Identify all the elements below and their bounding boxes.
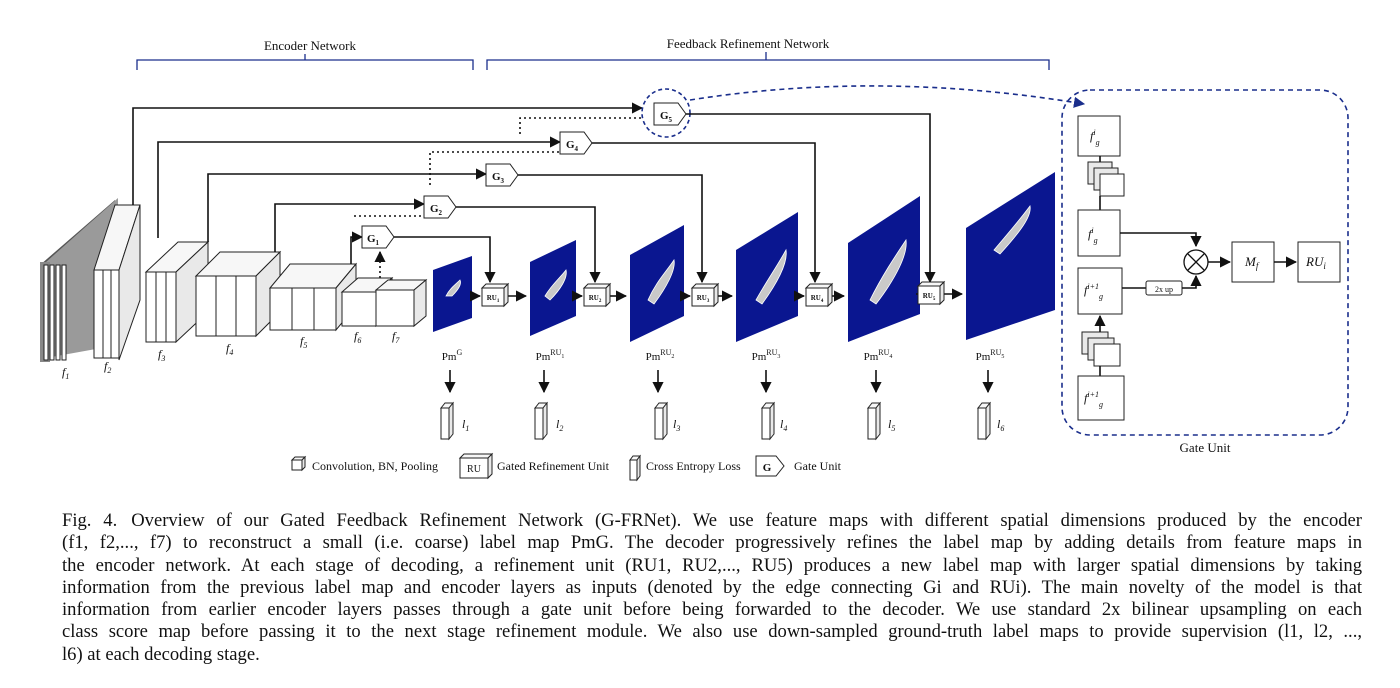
- legend-conv-icon: [290, 455, 307, 472]
- legend: Convolution, BN, Pooling RU Gated Refine…: [290, 452, 842, 482]
- caption-line-2: (f1, f2,..., f7) to reconstruct a small …: [62, 532, 1362, 554]
- gate-panel-f-mid: [1077, 209, 1121, 257]
- gate-panel-stack-bottom: [1081, 331, 1121, 367]
- caption-line-7: l6) at each decoding stage.: [62, 643, 260, 665]
- gate-to-ru-connections: [394, 113, 936, 284]
- loss-label-l2: l2: [556, 417, 563, 433]
- refinement-unit-ru5: RU5: [916, 280, 946, 306]
- svg-text:RUi: RUi: [1305, 254, 1326, 271]
- figure-caption: Fig. 4.Overview of our Gated Feedback Re…: [62, 510, 1362, 666]
- svg-text:2x up: 2x up: [1155, 285, 1173, 294]
- gate-panel-stack-top: [1087, 161, 1125, 197]
- svg-text:RU2: RU2: [589, 294, 602, 304]
- caption-line-5: information from earlier encoder layers …: [62, 599, 1362, 621]
- loss-bar-l6: [976, 401, 992, 441]
- loss-bar-l4: [760, 401, 776, 441]
- feature-label-f3: f3: [158, 347, 165, 363]
- loss-bars: [439, 401, 992, 441]
- gate-zoom-link: [689, 85, 1086, 108]
- gate-g5: G5: [641, 88, 691, 138]
- label-map-pmru1: [530, 240, 576, 336]
- svg-text:RU4: RU4: [811, 294, 824, 304]
- loss-label-l6: l6: [997, 417, 1004, 433]
- legend-loss-label: Cross Entropy Loss: [646, 459, 741, 473]
- label-pmru4: PmRU4: [864, 348, 893, 363]
- caption-line-4: information from the previous label map …: [62, 576, 1362, 598]
- gate-panel-ru: [1297, 241, 1341, 283]
- loss-bar-l5: [866, 401, 882, 441]
- gate-panel-f-bottom: [1077, 375, 1125, 421]
- label-pmru3: PmRU3: [752, 348, 781, 363]
- feature-label-f1: f1: [62, 365, 69, 381]
- loss-bar-l2: [533, 401, 549, 441]
- loss-arrows: [444, 370, 994, 394]
- refinement-unit-ru3: RU3: [690, 282, 720, 308]
- refinement-unit-ru1: RU1: [480, 282, 510, 308]
- svg-text:fig: fig: [1088, 226, 1098, 245]
- encoder-brace: [136, 54, 474, 70]
- encoder-block-f4: [194, 250, 282, 338]
- legend-ru-icon: [458, 452, 494, 480]
- label-pmru5: PmRU5: [976, 348, 1005, 363]
- gate-panel-label: Gate Unit: [1180, 440, 1231, 455]
- refinement-unit-ru4: RU4: [804, 282, 834, 308]
- label-map-pmru4: [848, 196, 920, 342]
- encoder-block-f7: [374, 278, 428, 328]
- legend-gate-label: Gate Unit: [794, 459, 842, 473]
- label-map-pmru5: [966, 172, 1055, 340]
- skip-connections: [132, 102, 644, 278]
- caption-line-3: the encoder network. At each stage of de…: [62, 554, 1362, 576]
- encoder-network-label: Encoder Network: [264, 38, 357, 53]
- svg-text:RU5: RU5: [923, 292, 936, 302]
- feature-label-f5: f5: [300, 334, 307, 350]
- label-pmru1: PmRU1: [536, 348, 565, 363]
- caption-line-6: class score map before passing it to the…: [62, 621, 1362, 643]
- encoder-block-f2: [93, 204, 141, 361]
- refinement-unit-ru2: RU2: [582, 282, 612, 308]
- legend-gate-icon: [755, 455, 785, 477]
- feature-label-f6: f6: [354, 329, 361, 345]
- gate-g3: G3: [485, 163, 519, 187]
- feedback-network-label: Feedback Refinement Network: [667, 36, 830, 51]
- caption-line-1: Fig. 4.Overview of our Gated Feedback Re…: [62, 510, 1362, 531]
- gate-g1: G1: [361, 225, 395, 249]
- feature-label-f4: f4: [226, 341, 233, 357]
- architecture-diagram: Encoder Network Feedback Refinement Netw…: [40, 36, 1349, 482]
- gate-unit-panel: Gate Unit fig fig Mf RUi fi+1g 2x up: [1061, 89, 1349, 455]
- legend-ru-icon-text: RU: [467, 464, 482, 475]
- loss-bar-l3: [653, 401, 669, 441]
- legend-conv-label: Convolution, BN, Pooling: [312, 459, 438, 473]
- feature-label-f2: f2: [104, 359, 111, 375]
- svg-text:fig: fig: [1090, 128, 1100, 147]
- gate-panel-f-low: [1077, 267, 1123, 315]
- feature-label-f7: f7: [392, 329, 400, 345]
- loss-label-l1: l1: [462, 417, 469, 433]
- svg-text:RU3: RU3: [697, 294, 710, 304]
- label-map-pmru2: [630, 225, 684, 342]
- gate-g2: G2: [423, 195, 457, 219]
- legend-gate-icon-text: G: [763, 462, 772, 474]
- gate-panel-f-top: [1077, 115, 1121, 157]
- label-map-pmg: [433, 256, 472, 332]
- feedback-brace: [486, 52, 1050, 70]
- legend-ru-label: Gated Refinement Unit: [497, 459, 610, 473]
- loss-label-l5: l5: [888, 417, 895, 433]
- label-pmru2: PmRU2: [646, 348, 675, 363]
- label-map-pmru3: [736, 212, 798, 342]
- svg-text:RU1: RU1: [487, 294, 500, 304]
- gate-g4: G4: [559, 131, 593, 155]
- caption-label: Fig. 4.: [62, 510, 118, 531]
- gate-panel-mf: [1231, 241, 1275, 283]
- legend-loss-icon: [629, 454, 641, 482]
- loss-bar-l1: [439, 401, 455, 441]
- loss-label-l4: l4: [780, 417, 787, 433]
- label-pmg: PmG: [442, 348, 463, 363]
- loss-label-l3: l3: [673, 417, 680, 433]
